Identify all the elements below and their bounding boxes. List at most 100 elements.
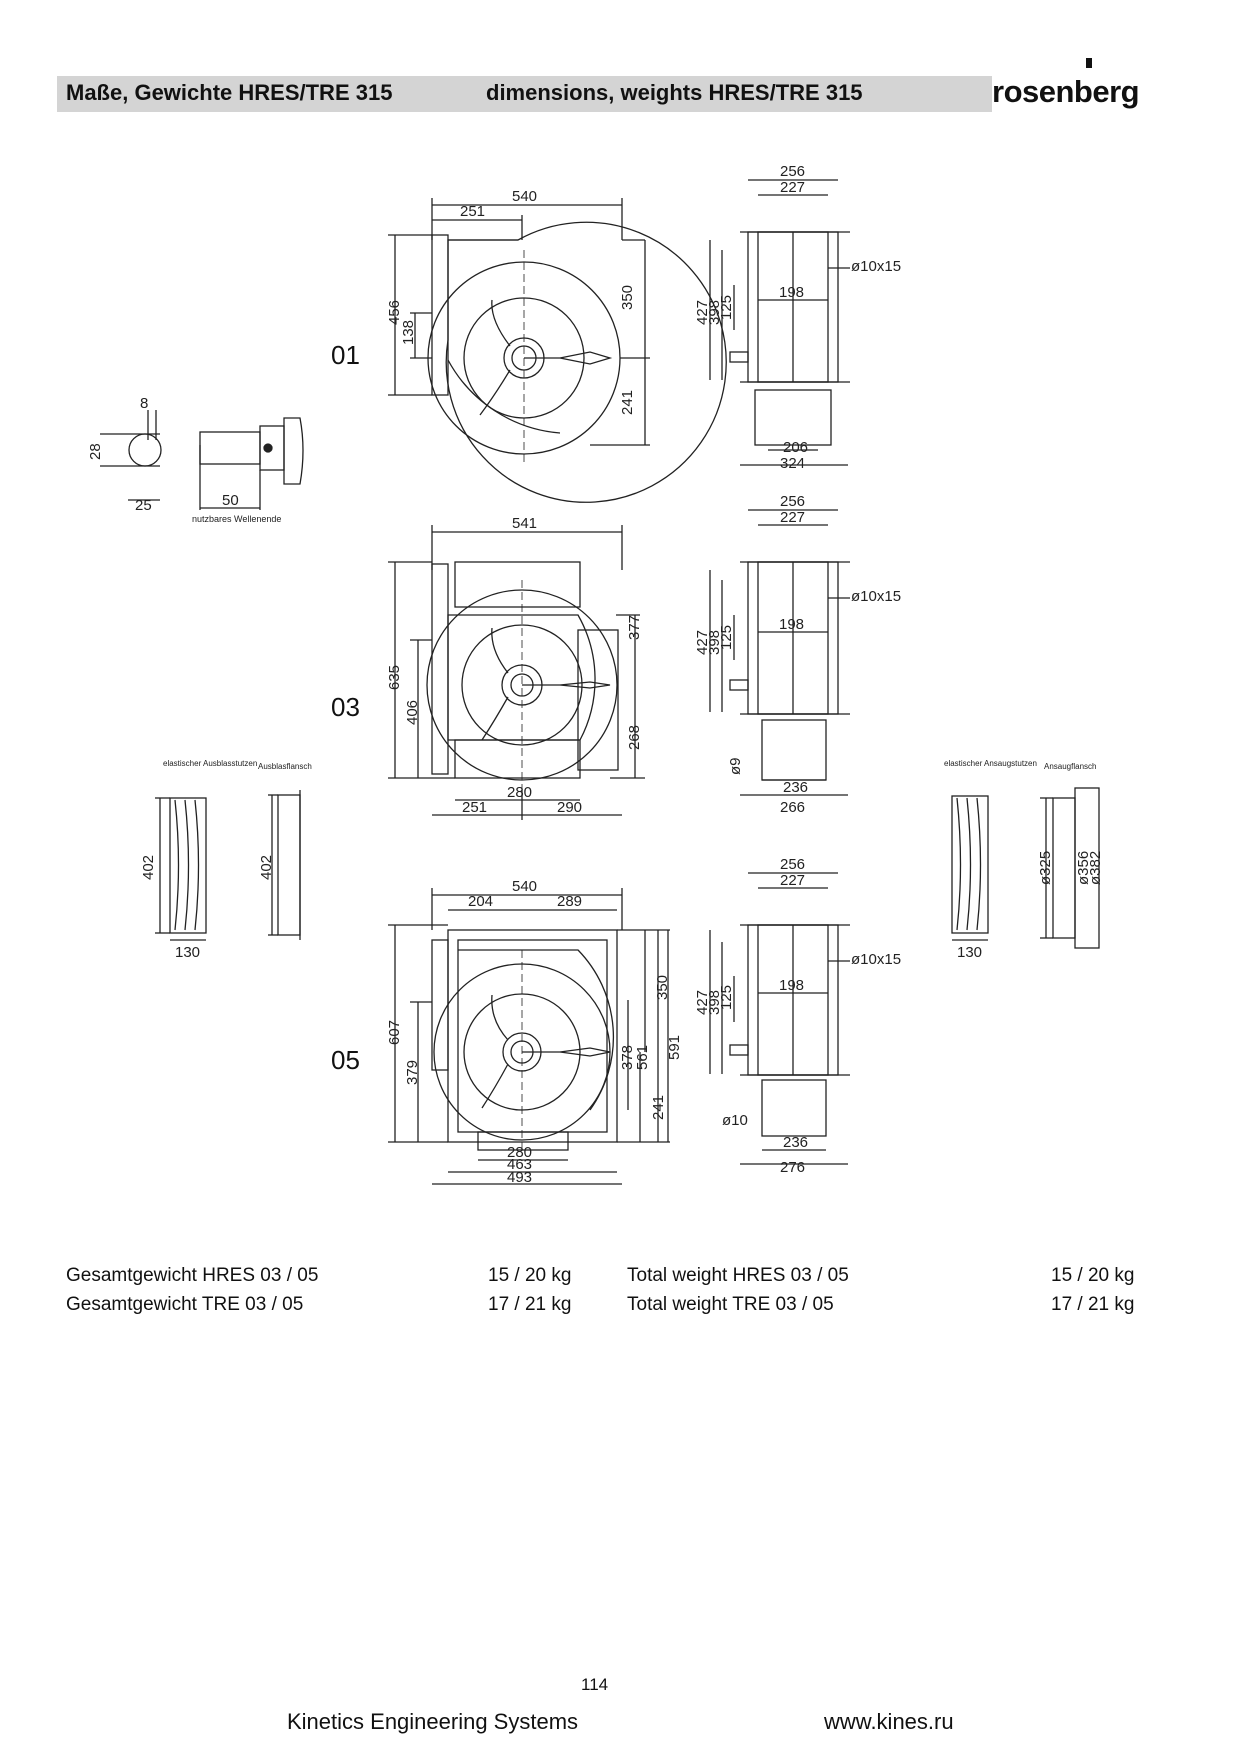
v05-side-view (709, 872, 850, 1165)
dim-label: 591 (666, 1035, 683, 1060)
weight-label-en: Total weight HRES 03 / 05 (627, 1265, 849, 1286)
dim-label: 125 (718, 985, 735, 1010)
dim-label: 350 (619, 285, 636, 310)
dim-label: 241 (650, 1095, 667, 1120)
weight-label-de: Gesamtgewicht TRE 03 / 05 (66, 1294, 304, 1315)
dim-label: ø10 (722, 1112, 748, 1129)
dim-label: 398 (706, 990, 723, 1015)
dim-label: 427 (694, 630, 711, 655)
brand-logo: rosenberg (992, 74, 1140, 109)
v01-front-view (388, 198, 727, 503)
accessory-label: elastischer Ansaugstutzen (944, 759, 1037, 768)
v05-front-view (388, 888, 670, 1185)
footer-website[interactable]: www.kines.ru (824, 1709, 954, 1734)
dim-label: 50 (222, 492, 239, 509)
dim-label: 540 (512, 188, 537, 205)
variant-label-05: 05 (331, 1045, 360, 1075)
acc-outlet-elastic (155, 797, 207, 941)
dim-label: 324 (780, 455, 805, 472)
technical-drawing: 540 251 456 138 350 241 256 227 ø10x15 1… (87, 163, 1104, 1186)
dim-label: 276 (780, 1159, 805, 1176)
shaft-detail (100, 410, 304, 510)
dim-label: 635 (386, 665, 403, 690)
dim-label: 125 (718, 295, 735, 320)
dim-label: 280 (507, 1144, 532, 1161)
page-title-english: dimensions, weights HRES/TRE 315 (486, 80, 863, 105)
dim-label: ø356 (1075, 851, 1092, 885)
dim-label: 256 (780, 163, 805, 180)
dim-label: 198 (779, 977, 804, 994)
dim-label: 398 (706, 300, 723, 325)
dim-label: 402 (258, 855, 275, 880)
weight-value-de: 15 / 20 kg (488, 1265, 572, 1286)
dim-label: 204 (468, 893, 493, 910)
dim-label: 198 (779, 616, 804, 633)
dim-label: 493 (507, 1169, 532, 1186)
dim-label: 456 (386, 300, 403, 325)
page-title-german: Maße, Gewichte HRES/TRE 315 (66, 80, 393, 105)
dim-label: 463 (507, 1156, 532, 1173)
dim-label: 561 (634, 1045, 651, 1070)
dim-label: 256 (780, 493, 805, 510)
dim-label: 266 (780, 799, 805, 816)
weight-label-en: Total weight TRE 03 / 05 (627, 1294, 834, 1315)
dim-label: 227 (780, 872, 805, 889)
v01-side-view (709, 179, 850, 466)
dim-label: 227 (780, 509, 805, 526)
v03-side-view (709, 509, 850, 796)
dim-label: 280 (507, 784, 532, 801)
weight-label-de: Gesamtgewicht HRES 03 / 05 (66, 1265, 319, 1286)
dim-label: 398 (706, 630, 723, 655)
dim-label: 251 (460, 203, 485, 220)
variant-label-01: 01 (331, 340, 360, 370)
dim-label: 256 (780, 856, 805, 873)
dim-label: ø9 (727, 757, 744, 775)
dim-label: 290 (557, 799, 582, 816)
dim-label: 350 (654, 975, 671, 1000)
dim-label: 241 (619, 390, 636, 415)
v03-front-view (388, 525, 645, 820)
dim-label: 198 (779, 284, 804, 301)
footer-company: Kinetics Engineering Systems (287, 1709, 579, 1734)
dim-label: 379 (404, 1060, 421, 1085)
accessory-label: elastischer Ausblasstutzen (163, 759, 257, 768)
variant-label-03: 03 (331, 692, 360, 722)
dim-label: 206 (783, 439, 808, 456)
acc-inlet-elastic (951, 795, 989, 941)
shaft-note: nutzbares Wellenende (192, 514, 281, 524)
dim-label: 289 (557, 893, 582, 910)
dim-label: 607 (386, 1020, 403, 1045)
dim-label: 227 (780, 179, 805, 196)
dim-label: 130 (175, 944, 200, 961)
dim-label: 125 (718, 625, 735, 650)
weight-value-en: 17 / 21 kg (1051, 1294, 1135, 1315)
accessory-label: Ansaugflansch (1044, 762, 1096, 771)
dim-label: 138 (400, 320, 417, 345)
dim-label: 236 (783, 1134, 808, 1151)
dim-label: 378 (619, 1045, 636, 1070)
dim-label: 427 (694, 990, 711, 1015)
header-bar (57, 76, 992, 112)
brand-logo-mark (1086, 58, 1092, 68)
dim-label: 268 (626, 725, 643, 750)
dim-label: 25 (135, 497, 152, 514)
dim-label: 406 (404, 700, 421, 725)
dim-label: 540 (512, 878, 537, 895)
accessory-label: Ausblasflansch (258, 762, 312, 771)
dim-label: 8 (140, 395, 148, 412)
dim-label: 377 (626, 615, 643, 640)
dim-label: ø325 (1037, 851, 1054, 885)
weight-value-de: 17 / 21 kg (488, 1294, 572, 1315)
page-number: 114 (581, 1675, 609, 1694)
dim-label: ø10x15 (851, 951, 901, 968)
dim-label: ø10x15 (851, 258, 901, 275)
acc-inlet-flange (1040, 787, 1100, 949)
dim-label: 130 (957, 944, 982, 961)
dim-label: ø10x15 (851, 588, 901, 605)
dim-label: 28 (87, 443, 104, 460)
dim-label: 402 (140, 855, 157, 880)
dim-label: 427 (694, 300, 711, 325)
dim-label: 541 (512, 515, 537, 532)
weight-value-en: 15 / 20 kg (1051, 1265, 1135, 1286)
dim-label: ø382 (1087, 851, 1104, 885)
